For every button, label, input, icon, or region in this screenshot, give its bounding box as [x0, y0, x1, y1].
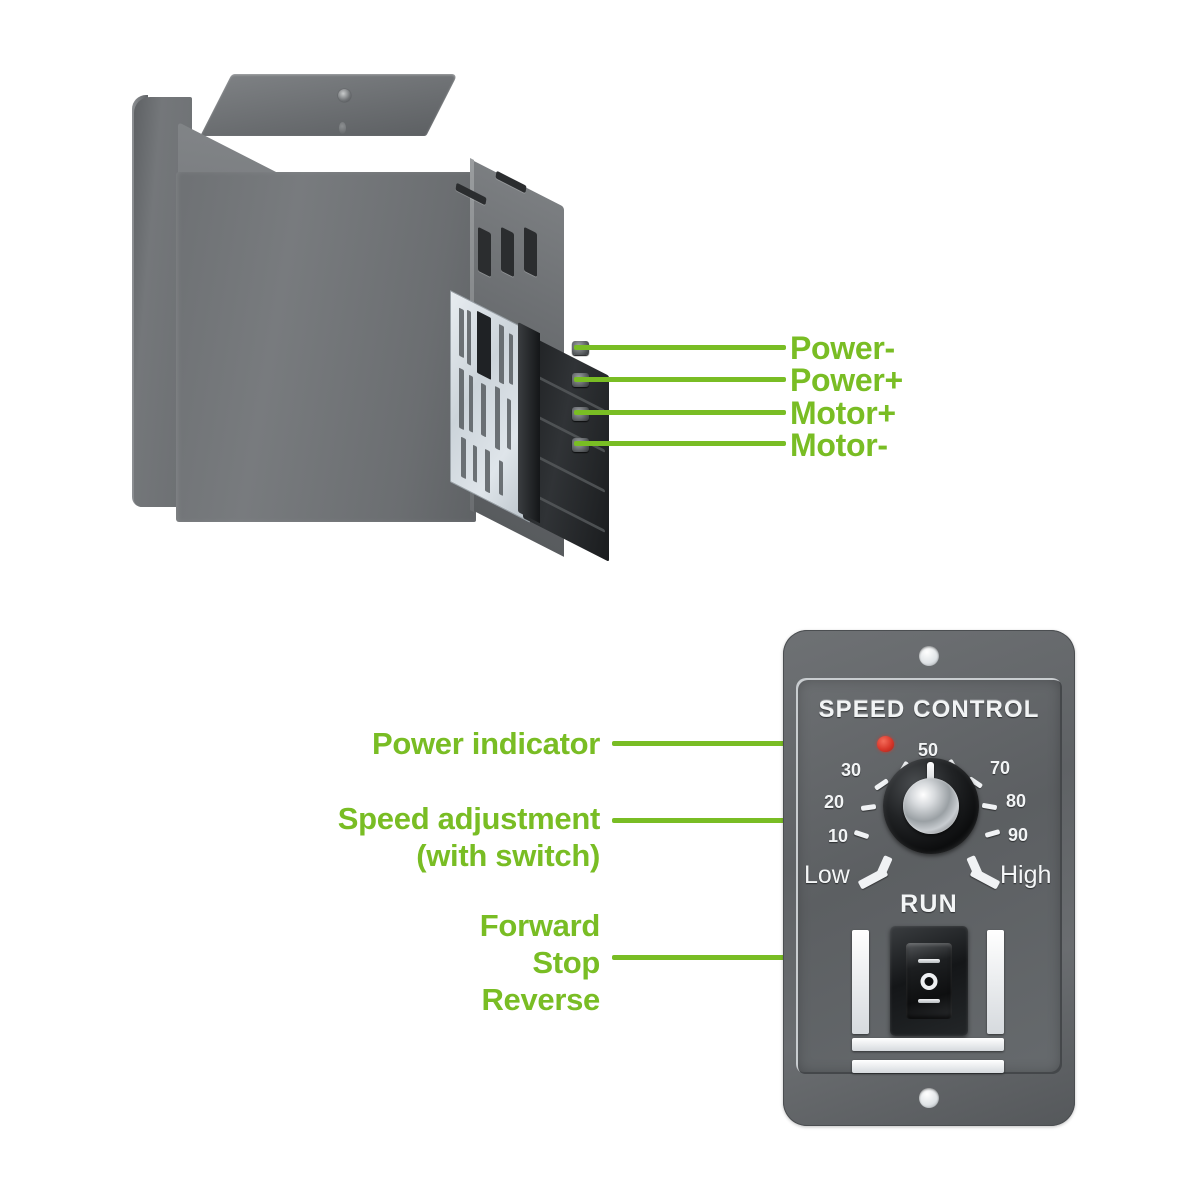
dial-number-80: 80	[1006, 791, 1027, 811]
leader-line-motor-positive	[574, 410, 786, 415]
callout-label-power-negative: Power-	[790, 330, 895, 366]
callout-label-forward-stop-reverse: Forward Stop Reverse	[240, 907, 601, 1018]
leader-line-power-indicator	[612, 741, 877, 746]
dial-tick-20	[860, 803, 877, 812]
panel-marker-bar-bottom-1	[852, 1038, 1004, 1051]
fsr-line-forward: Forward	[479, 908, 601, 943]
panel-marker-bar-bottom-2	[852, 1060, 1004, 1073]
speed-knob-cap[interactable]	[903, 778, 959, 834]
direction-rocker-switch[interactable]	[906, 943, 952, 1019]
vent-slot-right-1	[478, 226, 491, 278]
dial-tick-80	[981, 802, 998, 811]
vent-slot-right-3	[524, 226, 537, 278]
dial-number-70: 70	[990, 758, 1011, 778]
panel-mounting-hole-top	[919, 646, 939, 666]
dial-label-low: Low	[804, 861, 850, 889]
speed-adjustment-line-1: Speed adjustment	[337, 801, 601, 836]
callout-label-power-positive: Power+	[790, 362, 903, 398]
dial-tick-90	[984, 829, 1001, 838]
switch-stop-mark-icon	[920, 973, 938, 990]
low-arrow-tip-icon	[876, 855, 893, 877]
leader-line-power-negative	[574, 345, 786, 350]
callout-label-motor-negative: Motor-	[790, 427, 888, 463]
panel-mounting-hole-bottom	[919, 1088, 939, 1108]
dial-tick-10	[853, 829, 870, 840]
panel-title: SPEED CONTROL	[818, 696, 1040, 723]
switch-reverse-mark-icon	[918, 999, 940, 1003]
bracket-screw-icon	[338, 89, 351, 102]
callout-label-power-indicator: Power indicator	[371, 726, 600, 761]
power-indicator-led	[877, 736, 894, 752]
leader-line-power-positive	[574, 377, 786, 382]
speed-adjustment-line-2: (with switch)	[416, 838, 600, 873]
callout-label-speed-adjustment: Speed adjustment (with switch)	[190, 800, 601, 874]
leader-line-forward-stop-reverse	[612, 955, 937, 960]
fsr-line-stop: Stop	[532, 945, 600, 980]
fsr-line-reverse: Reverse	[481, 982, 600, 1017]
dial-number-50: 50	[918, 740, 939, 760]
switch-forward-mark-icon	[918, 959, 940, 963]
speed-knob-pointer	[927, 762, 934, 784]
dial-number-30: 30	[841, 760, 862, 780]
panel-marker-bar-right	[987, 930, 1004, 1034]
direction-switch-housing	[890, 926, 968, 1036]
callout-label-motor-positive: Motor+	[790, 395, 896, 431]
leader-line-speed-adjustment	[612, 818, 937, 823]
run-label: RUN	[900, 890, 958, 918]
leader-line-motor-negative	[574, 441, 786, 446]
enclosure-front-face	[176, 172, 476, 522]
dial-number-10: 10	[828, 826, 849, 846]
mounting-bracket-top-flange	[200, 74, 458, 136]
vent-slot-right-2	[501, 226, 514, 278]
panel-marker-bar-left	[852, 930, 869, 1034]
motor-controller-unit	[120, 60, 680, 600]
dial-number-90: 90	[1008, 825, 1029, 845]
bracket-screw-secondary-icon	[339, 122, 346, 134]
panel-inner-bezel: SPEED CONTROL 10 20 30 50 70 80 90	[796, 678, 1062, 1074]
terminal-block-face	[518, 322, 540, 524]
dial-number-20: 20	[824, 792, 845, 812]
high-arrow-tip-icon	[966, 855, 983, 877]
speed-control-panel: SPEED CONTROL 10 20 30 50 70 80 90	[783, 630, 1075, 1126]
dial-label-high: High	[1000, 861, 1052, 889]
